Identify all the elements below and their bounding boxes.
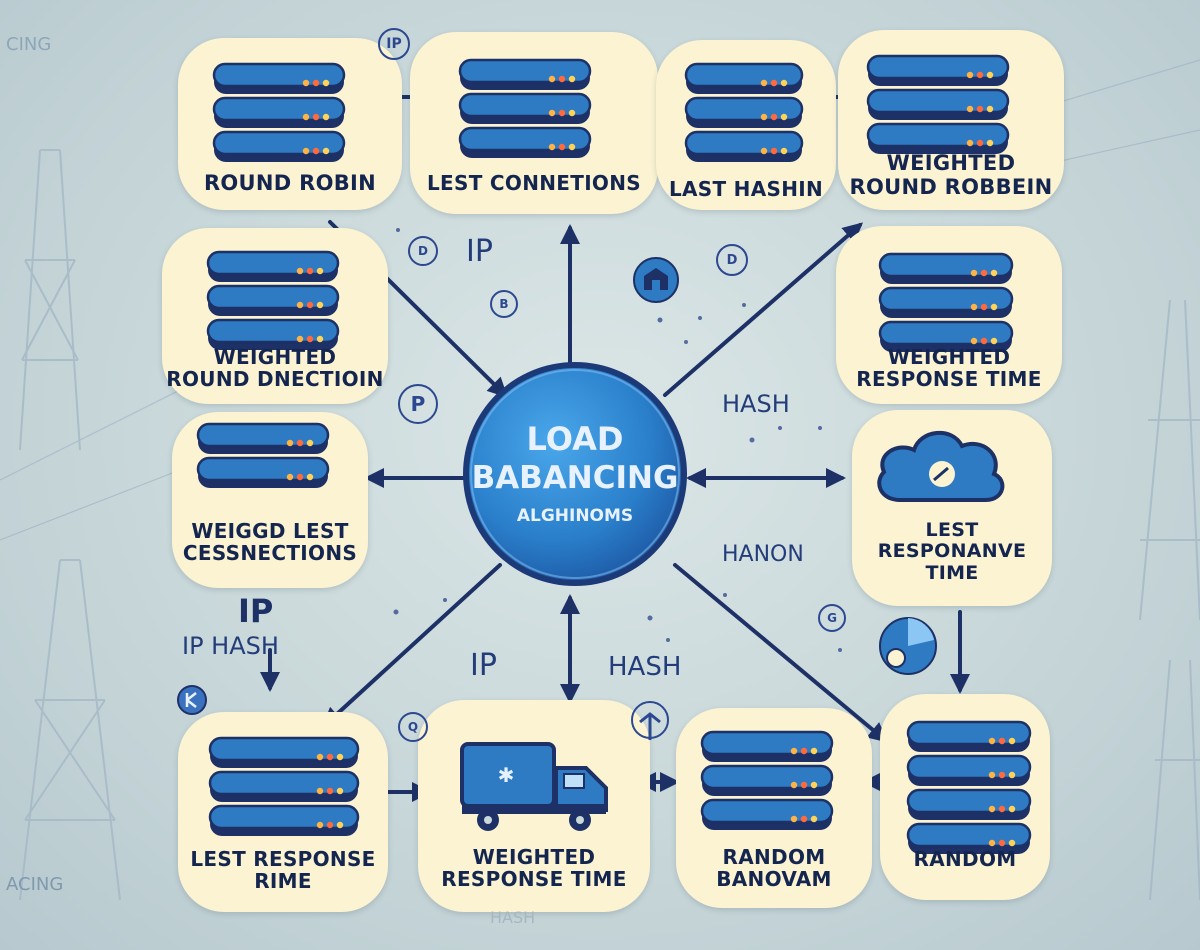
svg-text:✱: ✱	[498, 763, 515, 787]
node-label-line: RIME	[254, 869, 312, 894]
node-label-line: WEIGHTED	[886, 151, 1016, 175]
floating-label-hanon: HANON	[722, 542, 804, 567]
node-label-line: ROUND DNECTIOIN	[166, 367, 384, 392]
node-label-line: LEST RESPONSE	[190, 847, 376, 871]
node-label-random-banovam: RANDOM BANOVAM	[676, 846, 872, 891]
d-badge-icon: D	[716, 244, 748, 276]
node-label-lest-connetions: LEST CONNETIONS	[410, 171, 658, 195]
mini-chart-icon	[631, 701, 669, 740]
server-stack-icon	[700, 730, 834, 830]
floating-label-ip-bottom: IP	[470, 648, 497, 683]
floating-label-hash-right: HASH	[722, 390, 790, 418]
floating-label-ip-top: IP	[466, 234, 493, 269]
arrow-hub-topright	[663, 222, 864, 397]
node-label-line: WEIGHTED	[472, 845, 596, 869]
floating-label-acing: ACING	[6, 874, 64, 895]
node-label-line: ROUND ROBBEIN	[849, 174, 1053, 199]
node-label-weighted-round-robbein: WEIGHTED ROUND ROBBEIN	[838, 151, 1064, 199]
node-label-line: RESPONSE TIME	[441, 867, 627, 892]
node-label-round-robin: ROUND ROBIN	[178, 171, 402, 196]
server-stack-icon	[208, 736, 360, 836]
node-label-line: TIME	[925, 561, 979, 584]
node-label-line: LAST HASHIN	[668, 177, 824, 201]
node-label-line: RANDOM	[913, 847, 1017, 871]
truck-icon: ✱	[460, 742, 608, 831]
node-label-random: RANDOM	[880, 847, 1050, 871]
hub-title-line2: BABANCING	[471, 460, 679, 496]
node-label-line: WEIGHTED	[213, 345, 337, 369]
node-label-weiggd-lest: WEIGGD LEST CESSNECTIONS	[172, 520, 368, 565]
hub-title-line1: LOAD	[526, 420, 624, 458]
q-badge-icon: Q	[398, 712, 428, 742]
server-stack-icon	[684, 62, 804, 162]
node-label-lest-response-rime: LEST RESPONSE RIME	[178, 848, 388, 893]
floating-label-cing: CING	[6, 34, 52, 55]
d-badge-icon: D	[408, 236, 438, 266]
floating-label-hash-faded: HASH	[490, 908, 536, 927]
server-stack-icon	[206, 250, 340, 350]
node-label-line: ROUND ROBIN	[203, 171, 377, 195]
node-label-weighted-response-time: WEIGHTED RESPONSE TIME	[836, 346, 1062, 391]
node-label-line: RESPONSE TIME	[856, 367, 1042, 392]
hub-subtitle: ALGHINOMS	[516, 506, 634, 526]
server-stack-icon	[196, 422, 330, 488]
pie-icon	[879, 617, 937, 675]
node-label-line: LEST	[925, 519, 979, 541]
g-badge-icon: G	[818, 604, 846, 632]
cloud-icon	[877, 430, 1005, 502]
server-stack-icon	[866, 54, 1010, 154]
k-badge-icon	[177, 685, 207, 715]
node-label-line: RANDOM	[722, 845, 826, 869]
node-label-lest-responanve: LEST RESPONANVE TIME	[852, 519, 1052, 584]
hub-circle	[463, 362, 687, 586]
floating-label-ip-hash: IP HASH	[182, 632, 279, 660]
node-label-line: BANOVAM	[716, 867, 832, 892]
server-stack-icon	[212, 62, 346, 162]
ip-badge-icon: IP	[378, 28, 410, 60]
b-badge-icon: B	[490, 290, 518, 318]
server-stack-icon	[458, 58, 592, 158]
arrow-hub-bottomright	[673, 563, 889, 743]
node-label-last-hashin: LAST HASHIN	[656, 177, 836, 201]
node-label-weighted-round-dnectioin: WEIGHTED ROUND DNECTIOIN	[162, 346, 388, 391]
server-stack-icon	[906, 720, 1032, 854]
node-label-weighted-response-time-bottom: WEIGHTED RESPONSE TIME	[418, 846, 650, 891]
arrow-hub-bottomleft	[322, 563, 502, 728]
node-label-line: RESPONANVE	[877, 540, 1027, 563]
floating-label-hash-bottom: HASH	[608, 652, 682, 682]
server-stack-icon	[878, 252, 1014, 352]
floating-label-ip-big: IP	[238, 592, 274, 630]
node-label-line: WEIGHTED	[887, 345, 1011, 369]
node-label-line: WEIGGD LEST	[191, 519, 349, 543]
building-icon	[633, 257, 679, 303]
p-badge-icon: P	[398, 384, 438, 424]
node-label-line: CESSNECTIONS	[182, 541, 358, 566]
node-label-line: LEST CONNETIONS	[427, 171, 641, 195]
